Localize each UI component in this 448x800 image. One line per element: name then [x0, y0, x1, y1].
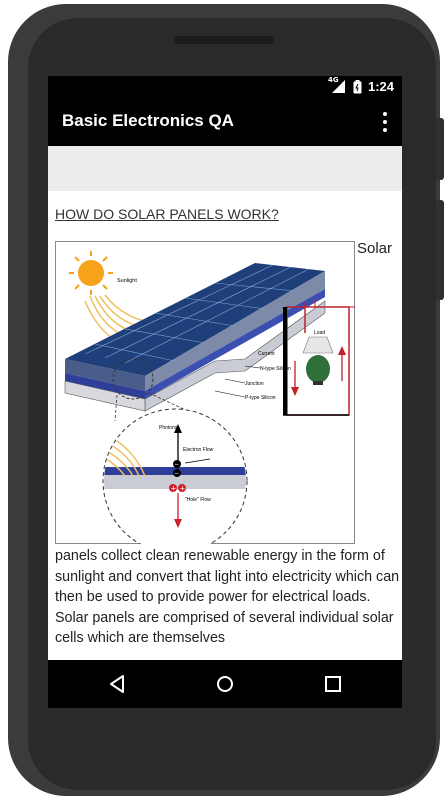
- lamp-icon: [302, 336, 334, 385]
- battery-icon: [353, 79, 362, 94]
- more-vert-icon[interactable]: [382, 112, 388, 132]
- sun-icon: [69, 251, 113, 295]
- label-electron-flow: Electron Flow: [183, 447, 214, 453]
- svg-text:+: +: [180, 485, 186, 493]
- label-p-type: P-type Silicon: [245, 395, 276, 401]
- volume-button: [436, 118, 444, 180]
- label-photons: Photons: [159, 425, 178, 431]
- status-icons: 4G 1:24: [328, 76, 394, 94]
- app-title: Basic Electronics QA: [62, 111, 234, 130]
- solar-panel-diagram: Sunlight: [55, 241, 355, 554]
- home-icon[interactable]: [213, 672, 237, 696]
- article-lead-word: Solar: [357, 240, 393, 257]
- app-bar: Basic Electronics QA: [48, 98, 402, 146]
- status-bar: 4G 1:24: [48, 76, 402, 98]
- label-junction: Junction: [245, 381, 264, 387]
- back-icon[interactable]: [106, 672, 130, 696]
- article-card: HOW DO SOLAR PANELS WORK?: [48, 191, 402, 660]
- clock: 1:24: [367, 79, 394, 94]
- article-heading[interactable]: HOW DO SOLAR PANELS WORK?: [55, 206, 279, 222]
- screen: 4G 1:24 Basic Electronics QA HOW DO SOLA…: [48, 76, 402, 708]
- label-current: Current: [258, 351, 275, 357]
- signal-icon: 4G: [328, 76, 347, 94]
- svg-text:+: +: [171, 485, 177, 493]
- power-button: [436, 200, 444, 300]
- label-hole-flow: "Hole" Flow: [185, 497, 211, 503]
- label-load: Load: [314, 330, 325, 336]
- svg-text:−: −: [174, 470, 179, 477]
- nav-bar: [48, 660, 402, 708]
- label-n-type: N-type Silicon: [260, 366, 291, 372]
- recents-icon[interactable]: [321, 672, 345, 696]
- speaker-grille: [174, 36, 274, 44]
- content-area[interactable]: HOW DO SOLAR PANELS WORK?: [48, 146, 402, 660]
- svg-text:−: −: [174, 461, 179, 468]
- article-body: panels collect clean renewable energy in…: [55, 548, 400, 646]
- label-sunlight: Sunlight: [117, 278, 137, 284]
- signal-label: 4G: [327, 76, 339, 84]
